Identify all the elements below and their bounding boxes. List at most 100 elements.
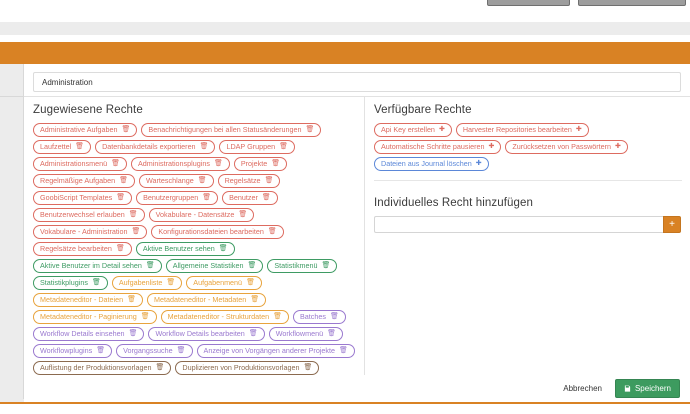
right-tag[interactable]: Metadateneditor - Paginierung🗑 — [33, 310, 157, 324]
right-tag[interactable]: Regelmäßige Aufgaben🗑 — [33, 174, 136, 188]
right-tag[interactable]: Aufgabenmenü🗑 — [186, 276, 262, 290]
right-tag[interactable]: Harvester Repositories bearbeiten✚ — [455, 123, 589, 137]
right-tag[interactable]: Projekte🗑 — [233, 157, 288, 171]
right-tag[interactable]: Benutzerwechsel erlauben🗑 — [33, 208, 145, 222]
right-tag-label: Statistikmenü — [274, 261, 318, 270]
right-tag[interactable]: Batches🗑 — [292, 310, 346, 324]
trash-icon[interactable]: 🗑 — [199, 143, 209, 150]
right-tag[interactable]: Workflow Details bearbeiten🗑 — [148, 327, 265, 341]
trash-icon[interactable]: 🗑 — [155, 364, 165, 371]
trash-icon[interactable]: 🗑 — [247, 262, 257, 269]
trash-icon[interactable]: 🗑 — [321, 262, 331, 269]
right-tag[interactable]: Zurücksetzen von Passwörtern✚ — [505, 140, 628, 154]
right-tag[interactable]: LDAP Gruppen🗑 — [219, 140, 295, 154]
right-tag[interactable]: Warteschlange🗑 — [139, 174, 214, 188]
trash-icon[interactable]: 🗑 — [250, 296, 260, 303]
trash-icon[interactable]: 🗑 — [303, 364, 313, 371]
right-tag[interactable]: Vokabulare - Administration🗑 — [33, 225, 148, 239]
trash-icon[interactable]: 🗑 — [197, 177, 207, 184]
plus-icon[interactable]: ✚ — [475, 160, 482, 167]
trash-icon[interactable]: 🗑 — [127, 296, 136, 303]
right-tag[interactable]: Laufzettel🗑 — [33, 140, 92, 154]
custom-right-add-button[interactable]: + — [663, 216, 681, 233]
plus-icon[interactable]: ✚ — [488, 143, 495, 150]
trash-icon[interactable]: 🗑 — [279, 143, 288, 150]
right-tag[interactable]: Allgemeine Statistiken🗑 — [165, 259, 264, 273]
right-tag[interactable]: Workflow Details einsehen🗑 — [33, 327, 145, 341]
right-tag[interactable]: Metadateneditor - Dateien🗑 — [33, 293, 143, 307]
trash-icon[interactable]: 🗑 — [339, 347, 348, 354]
trash-icon[interactable]: 🗑 — [119, 177, 129, 184]
right-tag[interactable]: Datenbankdetails exportieren🗑 — [95, 140, 216, 154]
trash-icon[interactable]: 🗑 — [111, 160, 121, 167]
trash-icon[interactable]: 🗑 — [176, 347, 186, 354]
toolbar-stub-button-2[interactable] — [578, 0, 686, 6]
trash-icon[interactable]: 🗑 — [329, 313, 339, 320]
right-tag[interactable]: Metadateneditor - Metadaten🗑 — [147, 293, 267, 307]
trash-icon[interactable]: 🗑 — [131, 228, 141, 235]
trash-icon[interactable]: 🗑 — [271, 160, 281, 167]
right-tag-label: Metadateneditor - Dateien — [40, 295, 124, 304]
right-tag[interactable]: Konfigurationsdateien bearbeiten🗑 — [151, 225, 284, 239]
right-tag[interactable]: Regelsätze bearbeiten🗑 — [33, 242, 132, 256]
plus-icon[interactable]: ✚ — [575, 126, 582, 133]
trash-icon[interactable]: 🗑 — [327, 330, 336, 337]
right-tag[interactable]: Aktive Benutzer im Detail sehen🗑 — [33, 259, 162, 273]
trash-icon[interactable]: 🗑 — [248, 330, 258, 337]
right-tag[interactable]: Administrationsmenü🗑 — [33, 157, 128, 171]
trash-icon[interactable]: 🗑 — [261, 194, 271, 201]
trash-icon[interactable]: 🗑 — [166, 279, 176, 286]
right-tag[interactable]: Vorgangssuche🗑 — [116, 344, 193, 358]
right-tag[interactable]: Administrative Aufgaben🗑 — [33, 123, 138, 137]
trash-icon[interactable]: 🗑 — [128, 211, 138, 218]
trash-icon[interactable]: 🗑 — [267, 228, 277, 235]
right-tag[interactable]: Regelsätze🗑 — [217, 174, 281, 188]
trash-icon[interactable]: 🗑 — [273, 313, 282, 320]
right-tag-label: Warteschlange — [146, 176, 194, 185]
cancel-button[interactable]: Abbrechen — [557, 380, 608, 397]
plus-icon[interactable]: ✚ — [615, 143, 621, 150]
toolbar-stub-button-1[interactable] — [487, 0, 570, 6]
trash-icon[interactable]: 🗑 — [213, 160, 223, 167]
plus-icon[interactable]: ✚ — [438, 126, 445, 133]
breadcrumb-box[interactable]: Administration — [33, 72, 681, 92]
trash-icon[interactable]: 🗑 — [121, 126, 131, 133]
trash-icon[interactable]: 🗑 — [116, 194, 126, 201]
trash-icon[interactable]: 🗑 — [75, 143, 85, 150]
right-tag[interactable]: Api Key erstellen✚ — [374, 123, 452, 137]
trash-icon[interactable]: 🗑 — [238, 211, 248, 218]
trash-icon[interactable]: 🗑 — [246, 279, 255, 286]
trash-icon[interactable]: 🗑 — [202, 194, 212, 201]
trash-icon[interactable]: 🗑 — [305, 126, 315, 133]
right-tag[interactable]: Statistikplugins🗑 — [33, 276, 108, 290]
trash-icon[interactable]: 🗑 — [264, 177, 274, 184]
right-tag[interactable]: Dateien aus Journal löschen✚ — [374, 157, 489, 171]
right-tag[interactable]: Benutzer🗑 — [222, 191, 278, 205]
right-tag[interactable]: Aufgabenliste🗑 — [111, 276, 183, 290]
custom-right-input[interactable] — [374, 216, 663, 233]
right-tag[interactable]: Anzeige von Vorgängen anderer Projekte🗑 — [196, 344, 355, 358]
trash-icon[interactable]: 🗑 — [145, 262, 155, 269]
right-tag[interactable]: Auflistung der Produktionsvorlagen🗑 — [33, 361, 172, 375]
trash-icon[interactable]: 🗑 — [218, 245, 228, 252]
right-tag[interactable]: Aktive Benutzer sehen🗑 — [135, 242, 235, 256]
right-tag[interactable]: GoobiScript Templates🗑 — [33, 191, 133, 205]
trash-icon[interactable]: 🗑 — [96, 347, 106, 354]
trash-icon[interactable]: 🗑 — [115, 245, 125, 252]
right-tag-label: Metadateneditor - Paginierung — [40, 312, 137, 321]
floppy-disk-icon — [624, 385, 631, 392]
save-button[interactable]: Speichern — [614, 379, 680, 398]
trash-icon[interactable]: 🗑 — [140, 313, 150, 320]
trash-icon[interactable]: 🗑 — [91, 279, 101, 286]
right-tag[interactable]: Vokabulare - Datensätze🗑 — [148, 208, 255, 222]
right-tag[interactable]: Automatische Schritte pausieren✚ — [374, 140, 502, 154]
right-tag[interactable]: Metadateneditor - Strukturdaten🗑 — [160, 310, 289, 324]
trash-icon[interactable]: 🗑 — [128, 330, 138, 337]
right-tag[interactable]: Duplizieren von Produktionsvorlagen🗑 — [175, 361, 320, 375]
right-tag[interactable]: Benachrichtigungen bei allen Statusänder… — [141, 123, 322, 137]
right-tag[interactable]: Statistikmenü🗑 — [267, 259, 338, 273]
right-tag[interactable]: Workflowmenü🗑 — [268, 327, 343, 341]
right-tag[interactable]: Administrationsplugins🗑 — [131, 157, 230, 171]
right-tag[interactable]: Benutzergruppen🗑 — [136, 191, 219, 205]
right-tag[interactable]: Workflowplugins🗑 — [33, 344, 113, 358]
